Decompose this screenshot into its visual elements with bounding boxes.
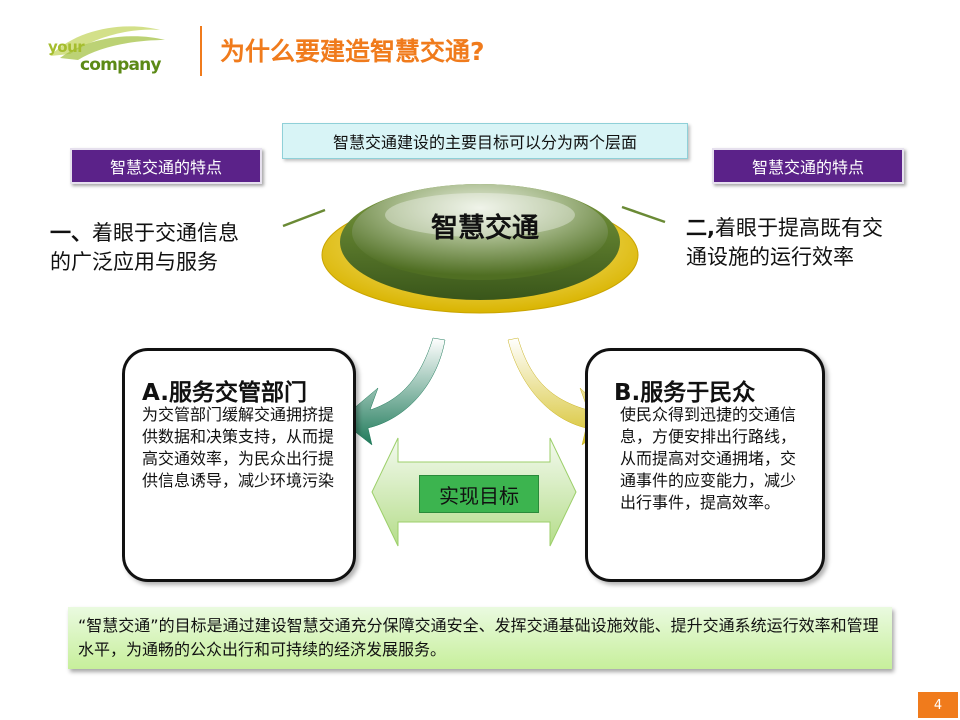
goal-levels-callout: 智慧交通建设的主要目标可以分为两个层面 [282,123,688,159]
point-two-line1: 着眼于提高既有交 [714,216,883,240]
feature-label-right: 智慧交通的特点 [712,148,904,184]
achieve-goal-label: 实现目标 [419,475,539,513]
card-a-title: A.服务交管部门 [142,380,307,406]
point-two: 二,着眼于提高既有交 通设施的运行效率 [686,214,883,272]
hub-label: 智慧交通 [431,213,539,244]
company-logo [50,26,165,60]
card-traffic-management [122,348,356,582]
header-divider [200,26,202,76]
page-title: 为什么要建造智慧交通? [220,37,485,66]
point-one-line1: 着眼于交通信息 [92,221,239,245]
summary-text: “智慧交通”的目标是通过建设智慧交通充分保障交通安全、发挥交通基础设施效能、提升… [78,616,879,659]
logo-text-company: company [80,55,162,75]
arrow-left [339,337,446,446]
page-number: 4 [918,692,958,718]
point-one: 一、着眼于交通信息 的广泛应用与服务 [50,219,239,277]
card-a-body: 为交管部门缓解交通拥挤提供数据和决策支持，从而提高交通效率，为民众出行提供信息诱… [142,405,335,490]
point-one-number: 一、 [50,221,92,245]
hub-disc [321,184,639,314]
point-one-line2: 的广泛应用与服务 [50,250,218,274]
card-b-body: 使民众得到迅捷的交通信息，方便安排出行路线，从而提高对交通拥堵，交通事件的应变能… [620,405,797,512]
point-two-number: 二, [686,216,715,240]
feature-label-left: 智慧交通的特点 [70,148,262,184]
summary-box [68,607,892,669]
card-b-title: B.服务于民众 [614,380,756,406]
point-two-line2: 通设施的运行效率 [686,245,854,269]
card-public-service [585,348,825,582]
logo-text-your: your [48,38,85,56]
